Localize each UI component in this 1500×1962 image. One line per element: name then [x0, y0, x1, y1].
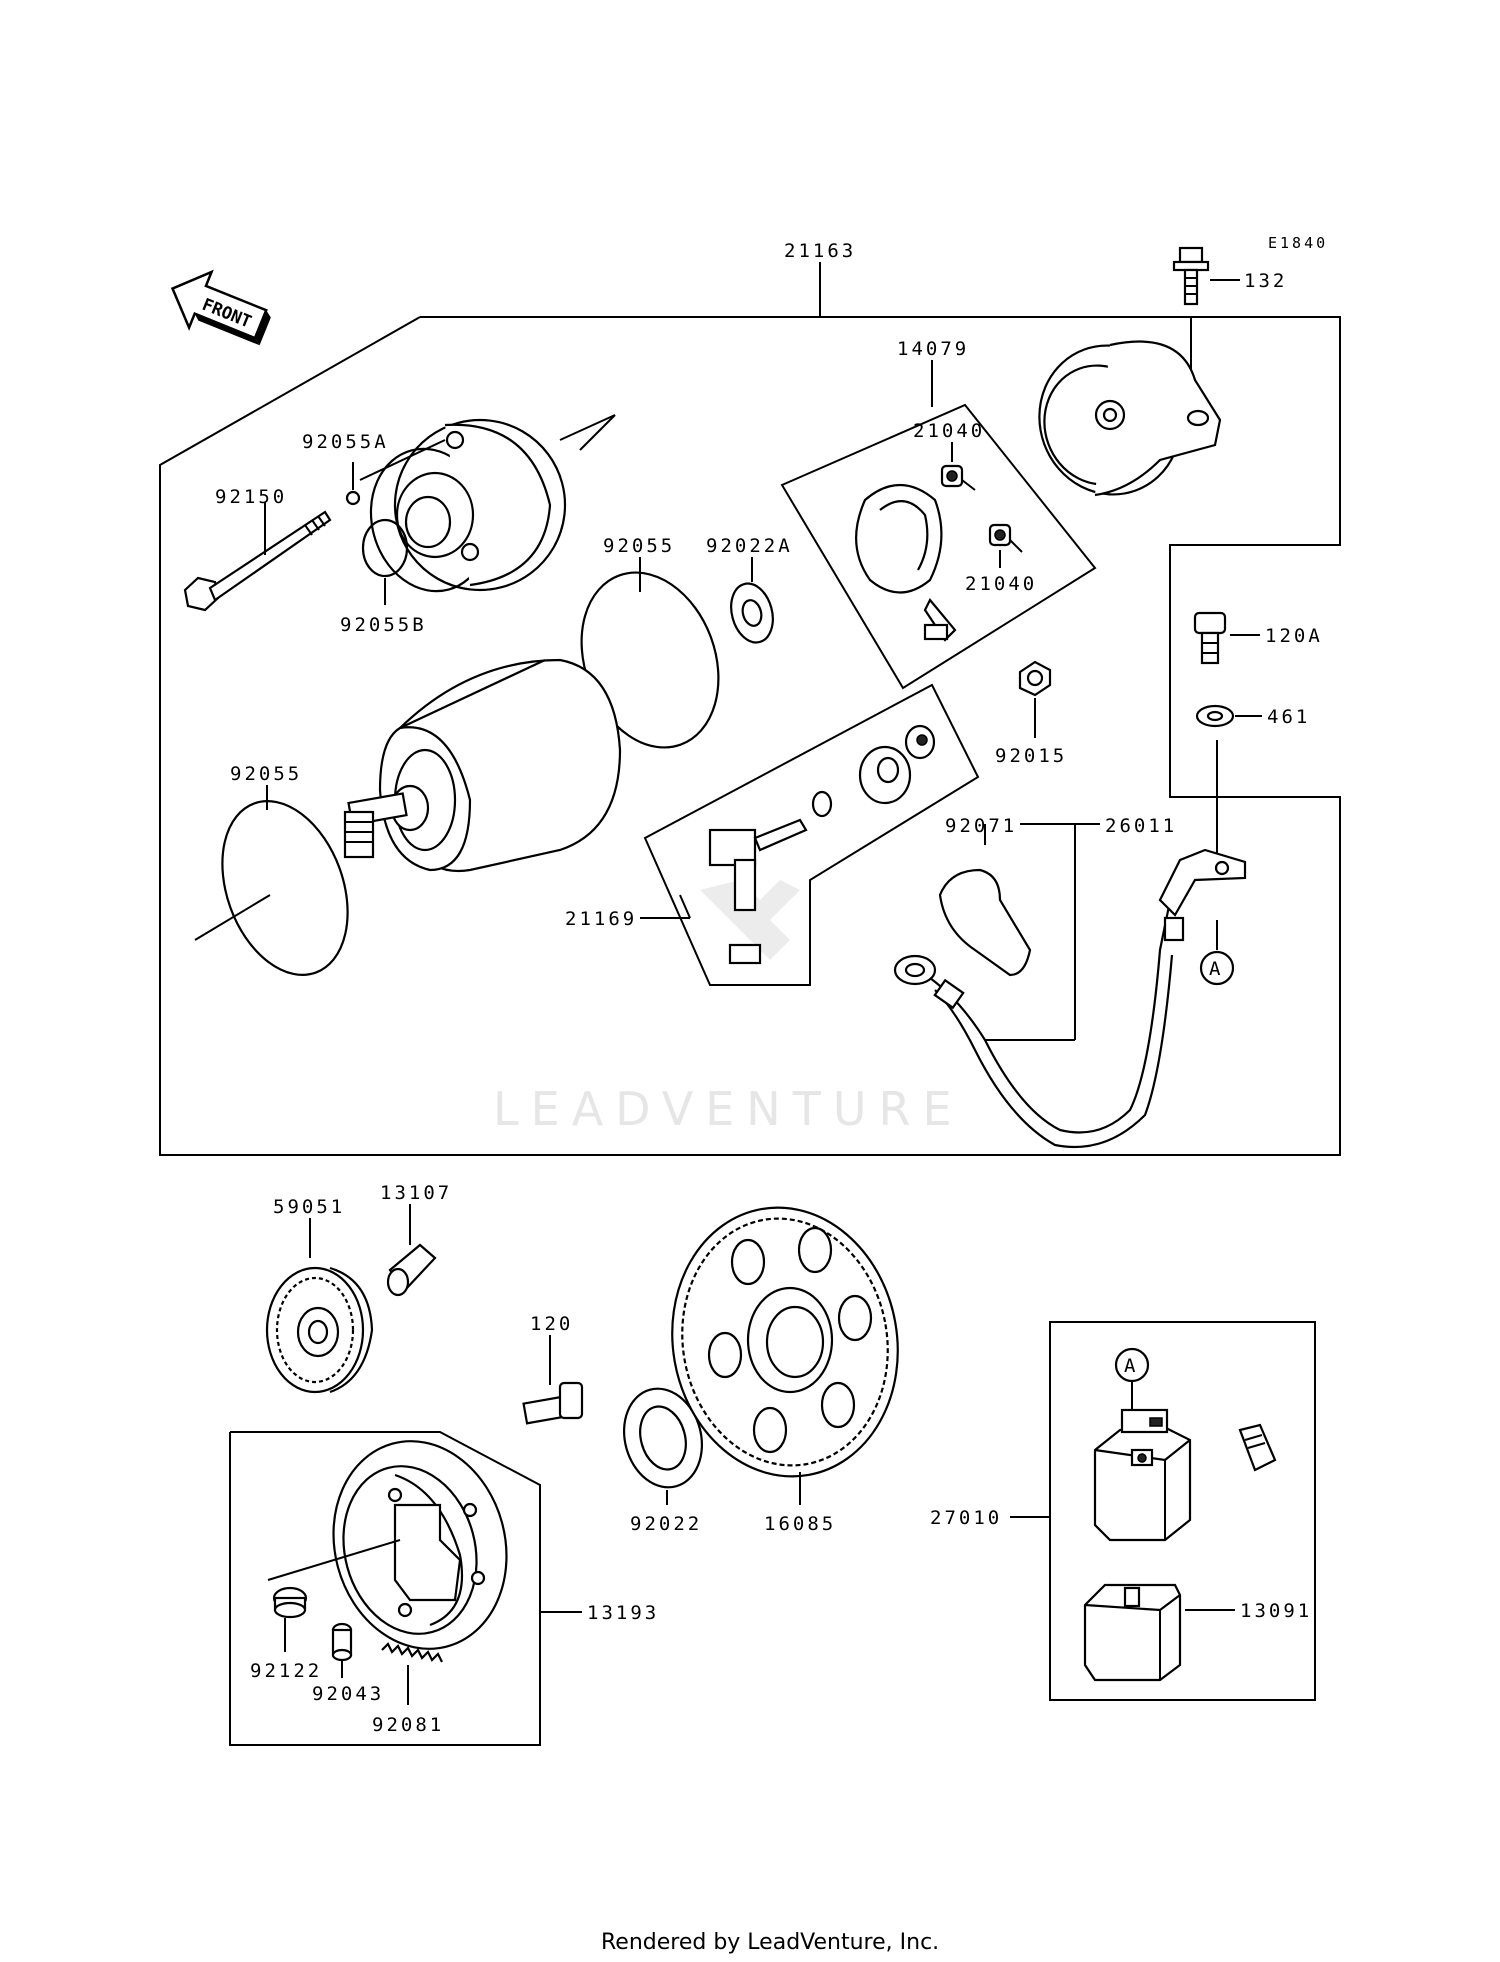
label-13193: 13193	[587, 1602, 659, 1624]
through-bolt-92150	[183, 510, 332, 612]
label-92055-lower: 92055	[230, 763, 302, 785]
label-26011: 26011	[1105, 815, 1177, 837]
bolt-120A	[1193, 611, 1227, 665]
label-92122: 92122	[250, 1660, 322, 1682]
label-59051: 59051	[273, 1196, 345, 1218]
shaft-13107	[386, 1243, 437, 1297]
roller-92122	[272, 1586, 308, 1619]
label-21169: 21169	[565, 908, 637, 930]
fuse	[1238, 1423, 1277, 1472]
bolt-132	[1172, 246, 1210, 306]
front-cover	[369, 418, 567, 593]
label-92055A: 92055A	[302, 431, 389, 453]
pin-92043	[331, 1622, 353, 1662]
spring-92081	[381, 1642, 443, 1663]
label-132: 132	[1244, 270, 1287, 292]
terminal-cap-92071	[938, 868, 1032, 977]
starter-relay	[1093, 1408, 1192, 1542]
terminal-assembly	[708, 724, 936, 965]
front-arrow-icon: FRONT	[170, 269, 271, 346]
label-27010: 27010	[930, 1507, 1002, 1529]
label-92150: 92150	[215, 486, 287, 508]
label-120A: 120A	[1265, 625, 1323, 647]
starter-clutch-frame	[229, 1431, 541, 1746]
starter-gear-16085	[671, 1206, 899, 1478]
relay-cover-13091	[1083, 1583, 1182, 1682]
diagram-code: E1840	[1268, 234, 1328, 252]
relay-assembly-frame	[1049, 1321, 1316, 1701]
label-21040-a: 21040	[913, 420, 985, 442]
label-92022: 92022	[630, 1513, 702, 1535]
washer-461	[1195, 704, 1235, 728]
label-120: 120	[530, 1313, 573, 1335]
label-92055B: 92055B	[340, 614, 427, 636]
svg-text:A: A	[1124, 1355, 1136, 1377]
label-14079: 14079	[897, 338, 969, 360]
watermark: LEADVENTURE	[493, 880, 964, 1136]
idle-gear-59051	[265, 1266, 374, 1394]
starter-assembly-frame	[159, 316, 1341, 1156]
bolt-120	[522, 1381, 584, 1425]
washer-92022	[622, 1387, 704, 1489]
rear-cover	[1038, 340, 1222, 497]
starter-clutch-13193	[267, 1440, 508, 1650]
oring-92055-lower	[221, 800, 349, 976]
label-13091: 13091	[1240, 1600, 1312, 1622]
pinion-gear	[343, 810, 375, 859]
starter-cable-26011	[893, 848, 1247, 1149]
starter-motor-yoke	[343, 658, 622, 873]
label-92015: 92015	[995, 745, 1067, 767]
callout-marker-a-1: A	[1199, 950, 1235, 986]
label-21163: 21163	[784, 240, 856, 262]
label-461: 461	[1267, 706, 1310, 728]
label-92071: 92071	[945, 815, 1017, 837]
brush-21040-b	[988, 523, 1023, 553]
callout-marker-a-2: A	[1114, 1347, 1150, 1383]
nut-92015	[1018, 660, 1052, 697]
brush-21040-a	[940, 464, 976, 491]
oring-92055B	[361, 518, 409, 578]
brush-plate	[855, 483, 957, 642]
oring-92055A	[345, 490, 361, 506]
label-92022A: 92022A	[706, 535, 793, 557]
terminal-assembly-frame	[643, 683, 980, 986]
label-92081: 92081	[372, 1714, 444, 1736]
label-21040-b: 21040	[965, 573, 1037, 595]
svg-text:A: A	[1209, 958, 1221, 980]
watermark-text: LEADVENTURE	[493, 1082, 964, 1136]
label-16085: 16085	[764, 1513, 836, 1535]
label-13107: 13107	[380, 1182, 452, 1204]
footer-credit: Rendered by LeadVenture, Inc.	[601, 1930, 939, 1955]
brush-plate-frame	[780, 403, 1097, 690]
label-92043: 92043	[312, 1683, 384, 1705]
washer-92022A	[730, 582, 774, 644]
label-92055-upper: 92055	[603, 535, 675, 557]
